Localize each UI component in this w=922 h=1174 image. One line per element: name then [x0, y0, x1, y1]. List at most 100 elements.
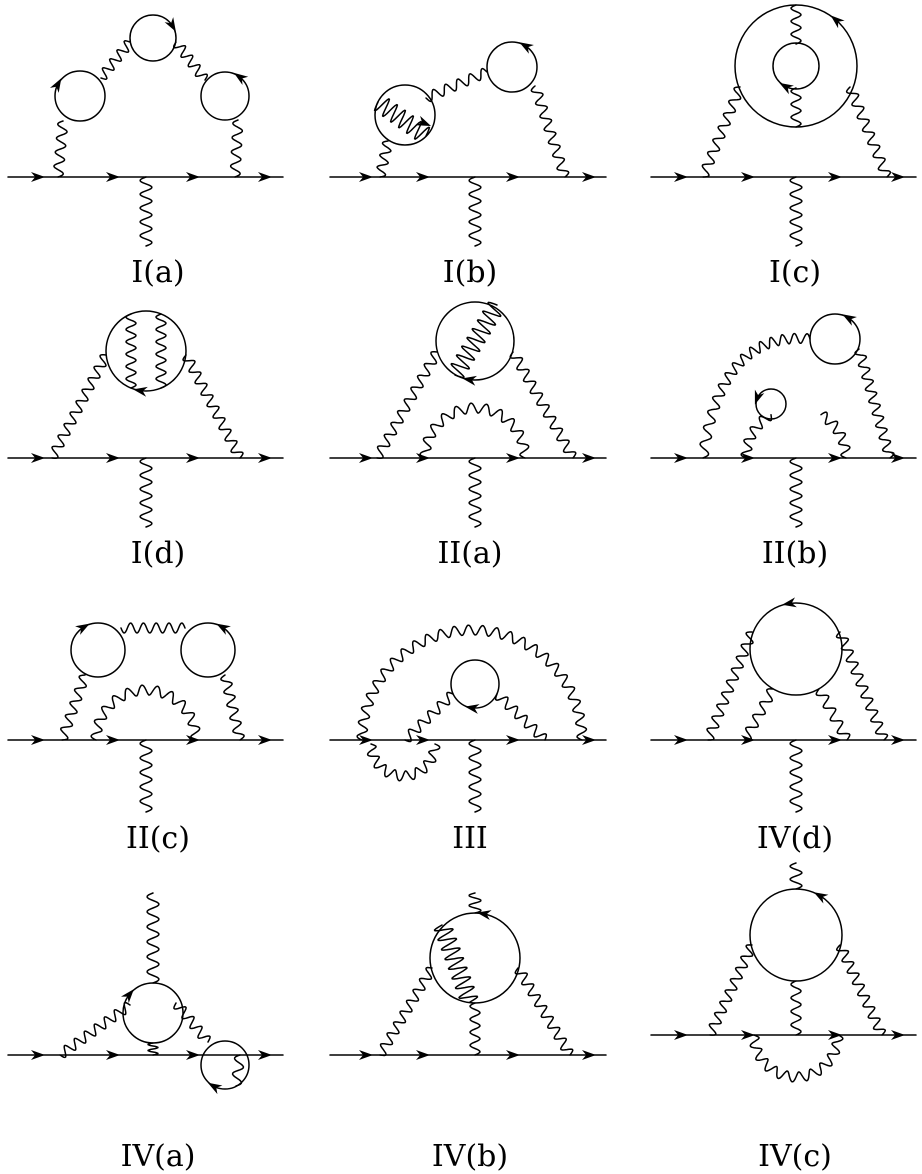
diagram-label-II-c: II(c) [126, 821, 190, 856]
arrow-head [842, 314, 857, 326]
fermion-loop [54, 70, 106, 122]
diagram-panel-IV-a: IV(a) [7, 892, 284, 1174]
arrow-head [813, 892, 829, 904]
photon-line [433, 924, 479, 1003]
arrow-head [416, 735, 430, 745]
arrow-head [106, 453, 120, 463]
photon-arc [366, 743, 441, 782]
photon-line [173, 1002, 211, 1043]
photon-line [845, 86, 892, 178]
photon-line [231, 1054, 245, 1087]
arrow-head [828, 453, 842, 463]
arrow-head [31, 172, 45, 182]
photon-line [468, 739, 482, 813]
diagram-panel-IV-d: IV(d) [650, 597, 917, 856]
diagram-graphic-I-a [7, 14, 284, 247]
photon-line [450, 301, 502, 379]
arrow-head [75, 623, 90, 635]
diagram-panel-II-c: II(c) [7, 622, 284, 856]
diagram-graphic-I-c [650, 4, 917, 247]
photon-line [494, 693, 548, 741]
arrow-head [582, 1050, 596, 1060]
photon-line [139, 457, 153, 528]
fermion-loop [435, 301, 515, 381]
photon-line [379, 966, 433, 1057]
arrow-head [233, 72, 249, 85]
arrow-head [782, 597, 797, 608]
arrow-head [186, 735, 200, 745]
arrow-head [476, 910, 492, 920]
arrow-head [462, 375, 477, 386]
fermion-loop [734, 4, 858, 128]
arrow-head [359, 172, 373, 182]
photon-line [404, 691, 454, 743]
photon-line [744, 688, 774, 741]
photon-line [790, 980, 802, 1036]
photon-line [514, 967, 574, 1056]
photon-line [172, 41, 209, 81]
photon-arc [356, 624, 588, 741]
photon-line [468, 457, 482, 528]
arrow-head [891, 172, 905, 182]
diagram-panel-I-c: I(c) [650, 4, 917, 290]
arrow-head [674, 1030, 688, 1040]
fermion-loop [70, 622, 126, 678]
arrow-head [506, 172, 520, 182]
arrow-head [186, 453, 200, 463]
photon-line [708, 944, 754, 1036]
fermion-loop [180, 622, 236, 678]
arrow-head [216, 623, 231, 635]
diagram-label-IV-b: IV(b) [432, 1139, 508, 1174]
photon-line [59, 1001, 131, 1059]
arrow-head [416, 172, 430, 182]
photon-line [790, 4, 802, 45]
photon-line [100, 40, 131, 80]
arrow-head [31, 453, 45, 463]
arrow-head [258, 735, 272, 745]
photon-line [469, 1002, 481, 1056]
photon-line [789, 176, 803, 247]
arrow-head [164, 17, 176, 32]
arrow-head [31, 1050, 45, 1060]
arrow-head [31, 735, 45, 745]
photon-line [789, 739, 803, 813]
arrow-head [464, 704, 480, 714]
fermion-loop [450, 659, 500, 709]
photon-line [376, 351, 438, 459]
photon-line [155, 313, 167, 389]
arrow-head [674, 172, 688, 182]
photon-line [425, 67, 488, 103]
photon-arc [90, 684, 201, 741]
diagram-panel-IV-b: IV(b) [329, 892, 607, 1174]
photon-arc [749, 1034, 844, 1083]
arrow-head [674, 735, 688, 745]
arrow-head [828, 1030, 842, 1040]
fermion-loop [374, 84, 436, 146]
arrow-head [359, 1050, 373, 1060]
photon-line [701, 86, 742, 178]
diagram-label-II-a: II(a) [438, 536, 503, 571]
diagram-graphic-IV-d [650, 597, 917, 813]
photon-line [125, 313, 137, 389]
arrow-head [416, 453, 430, 463]
arrow-head [106, 735, 120, 745]
photon-arc [820, 411, 851, 459]
arrow-head [359, 453, 373, 463]
photon-line [835, 944, 887, 1036]
arrow-head [207, 1082, 223, 1095]
arrow-head [891, 735, 905, 745]
photon-line [220, 674, 245, 741]
photon-line [146, 892, 160, 984]
arrow-head [186, 1050, 200, 1060]
photon-line [120, 622, 186, 634]
diagram-graphic-II-b [650, 313, 917, 528]
diagram-label-II-b: II(b) [762, 536, 828, 571]
arrow-head [741, 453, 755, 463]
diagram-label-I-c: I(c) [769, 255, 821, 290]
photon-line [182, 354, 244, 459]
arrow-head [506, 453, 520, 463]
arrow-head [779, 82, 794, 95]
arrow-head [828, 172, 842, 182]
arrow-head [506, 1050, 520, 1060]
arrow-head [121, 989, 134, 1004]
